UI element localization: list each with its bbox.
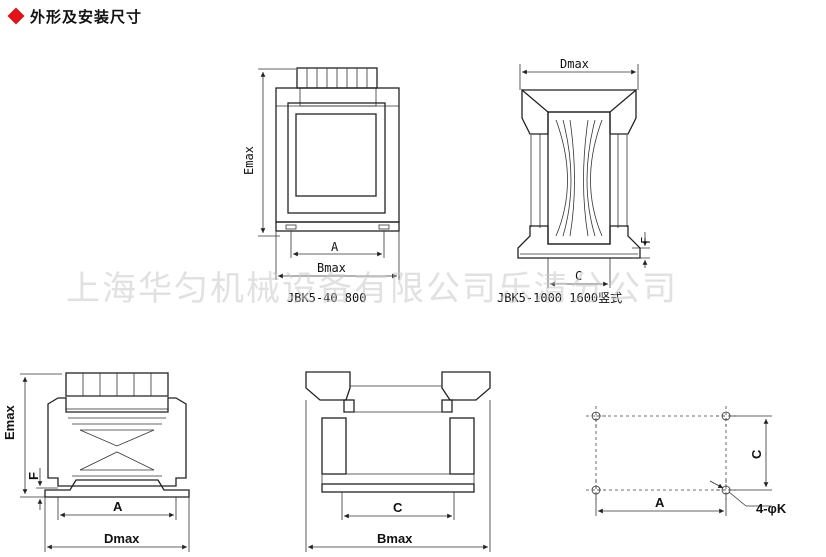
bottom-left-a-label: A (113, 499, 123, 514)
bottom-left-dmax-label: Dmax (104, 531, 140, 546)
mount-hole (591, 411, 601, 421)
top-right-transformer-drawing: Dmax F C JBK5-1000 1600竖式 (497, 57, 653, 305)
bottom-middle-bmax-label: Bmax (377, 531, 413, 546)
bottom-right-k-label: 4-φK (756, 501, 787, 516)
bottom-left-emax-label: Emax (2, 405, 17, 440)
bottom-middle-transformer-drawing: C Bmax (305, 371, 491, 552)
top-right-c-label: C (575, 269, 582, 283)
top-right-caption: JBK5-1000 1600竖式 (497, 291, 622, 305)
bottom-right-c-label: C (749, 449, 764, 459)
bottom-left-f-label: F (26, 472, 41, 480)
terminal-block (296, 67, 378, 107)
top-right-dmax-label: Dmax (560, 57, 589, 71)
top-right-f-label: F (639, 237, 653, 244)
top-left-a-label: A (331, 240, 339, 254)
bottom-left-transformer-drawing: Emax F A Dmax (2, 372, 190, 552)
mounting-hole-layout: C A 4-φK (586, 406, 787, 516)
top-left-transformer-drawing: Emax A Bmax JBK5-40 800 (242, 67, 400, 305)
top-left-bmax-label: Bmax (317, 261, 346, 275)
watermark-text: 上海华匀机械设备有限公司乐清分公司 (66, 269, 678, 309)
bottom-right-a-label: A (655, 495, 665, 510)
bottom-middle-c-label: C (393, 500, 403, 515)
top-left-emax-label: Emax (242, 146, 256, 175)
section-title: 外形及安装尺寸 (30, 7, 143, 26)
top-left-caption: JBK5-40 800 (287, 291, 366, 305)
section-header: 外形及安装尺寸 (6, 4, 142, 28)
